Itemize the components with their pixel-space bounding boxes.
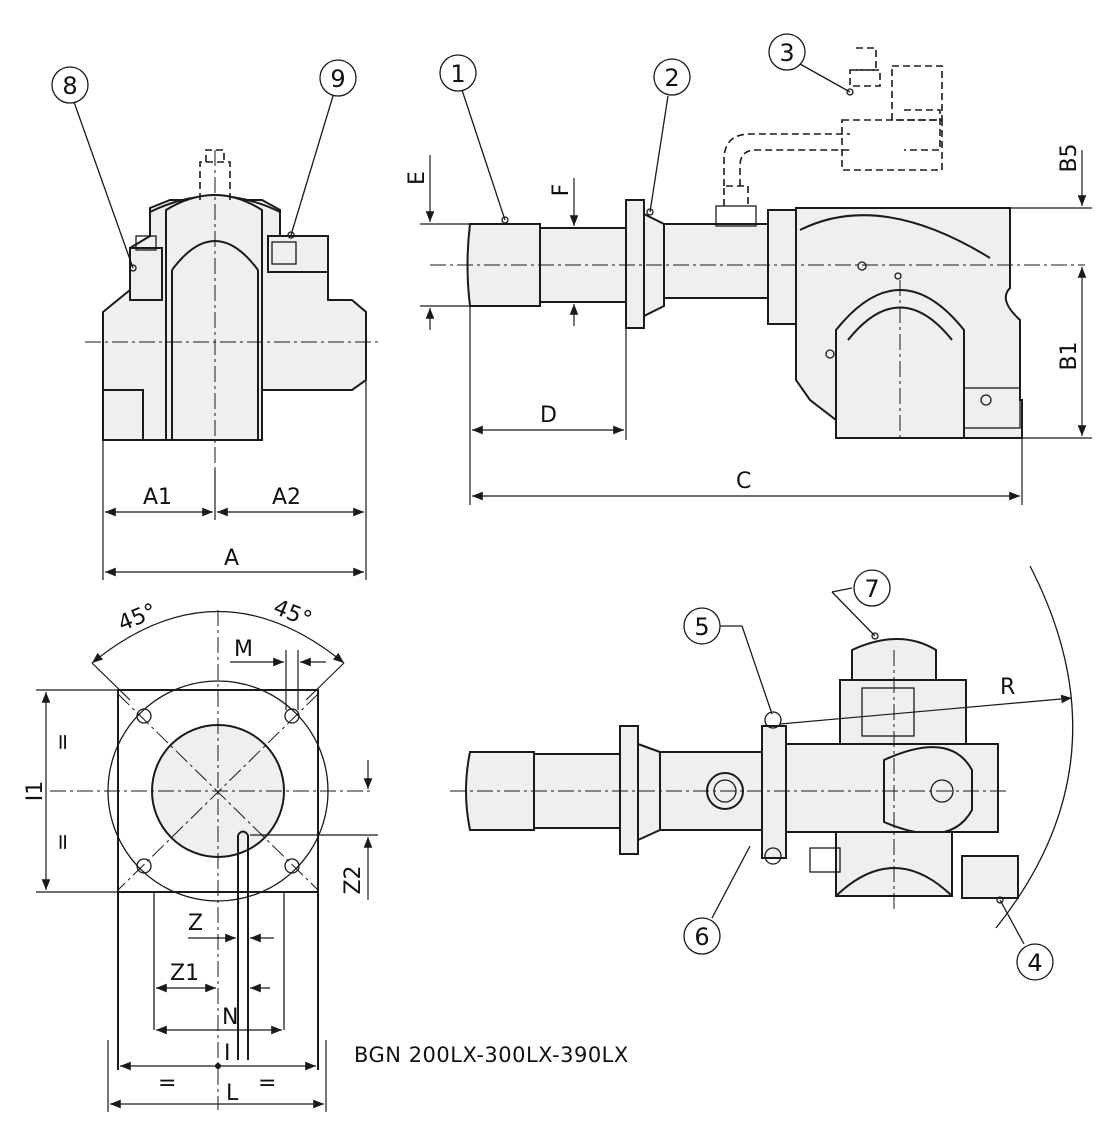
equal-mark-right: = [258, 1071, 276, 1096]
angle-label-right: 45° [270, 595, 316, 633]
dim-label-d: D [540, 403, 557, 428]
equal-mark-lower: = [51, 833, 76, 851]
dim-label-f: F [549, 184, 574, 197]
drawing-title: BGN 200LX-300LX-390LX [354, 1043, 629, 1067]
side-view: D C E F B5 B1 1 2 3 [405, 33, 1092, 505]
dim-label-a1: A1 [143, 485, 172, 510]
callout-9: 9 [330, 65, 345, 93]
callout-4: 4 [1027, 949, 1042, 977]
angle-label-left: 45° [115, 599, 161, 637]
dim-label-l: L [226, 1081, 239, 1106]
front-view: A1 A2 A 8 9 [51, 59, 380, 580]
dim-label-e: E [405, 171, 430, 185]
dim-label-n: N [222, 1005, 238, 1030]
flange-view: 45° 45° M I1 = = Z2 Z Z1 N I L = [23, 595, 378, 1112]
callout-2-circle [653, 58, 691, 96]
dim-label-a2: A2 [272, 485, 301, 510]
equal-mark-left: = [158, 1071, 176, 1096]
callout-4-circle [1016, 943, 1054, 981]
callout-5-circle [683, 607, 721, 645]
callout-7: 7 [864, 575, 879, 603]
dim-label-r: R [1000, 675, 1015, 700]
dim-label-i: I [224, 1041, 231, 1066]
callout-3: 3 [779, 39, 794, 67]
top-view: R 5 6 7 4 [450, 565, 1074, 981]
callout-5: 5 [694, 613, 709, 641]
callout-3-circle [768, 33, 806, 71]
callout-2: 2 [664, 64, 679, 92]
dim-label-z1: Z1 [170, 961, 199, 986]
dim-label-a: A [224, 546, 239, 571]
callout-6: 6 [694, 923, 709, 951]
callout-9-circle [319, 59, 357, 97]
callout-1-circle [439, 54, 477, 92]
equal-mark-upper: = [51, 733, 76, 751]
dim-label-m: M [234, 637, 253, 662]
callout-1: 1 [450, 60, 465, 88]
callout-8-circle [51, 66, 89, 104]
callout-6-circle [683, 917, 721, 955]
dim-label-b1: B1 [1057, 341, 1082, 370]
dim-label-c: C [736, 469, 751, 494]
callout-7-circle [853, 569, 891, 607]
dim-label-z: Z [188, 911, 203, 936]
dim-label-z2: Z2 [341, 865, 366, 894]
dim-label-b5: B5 [1057, 143, 1082, 172]
dim-label-i1: I1 [23, 781, 48, 802]
callout-8: 8 [62, 72, 77, 100]
